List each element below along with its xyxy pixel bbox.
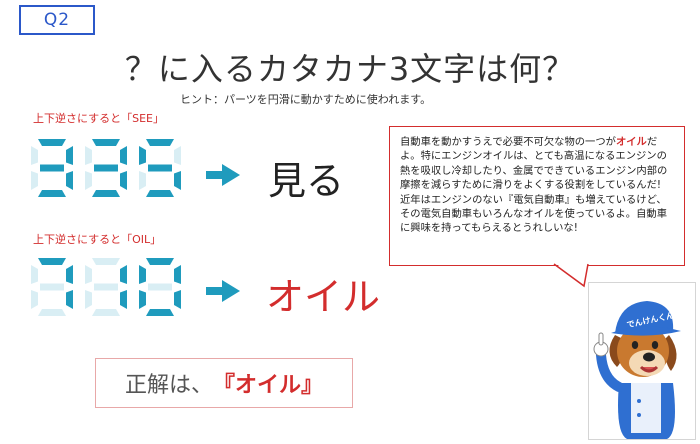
row1-seven-segment-digits (31, 139, 181, 197)
segment-c (120, 171, 127, 190)
seven-segment-digit (31, 139, 73, 197)
segment-g (148, 283, 172, 291)
segment-d (92, 309, 120, 316)
segment-f (139, 265, 146, 284)
row1-label: 上下逆さにすると「SEE」 (33, 112, 164, 125)
segment-b (174, 265, 181, 284)
mascot-dog-illustration: でんけんくん (593, 301, 681, 439)
segment-d (146, 309, 174, 316)
segment-f (139, 146, 146, 165)
segment-g (94, 164, 118, 172)
segment-g (40, 164, 64, 172)
segment-a (146, 258, 174, 265)
bubble-text-ev: 近年はエンジンのない『電気自動車』も増えているけど、その電気自動車もいろんなオイ… (400, 193, 667, 235)
segment-c (174, 290, 181, 309)
arrow-right-icon (206, 164, 240, 186)
segment-b (66, 146, 73, 165)
segment-a (38, 139, 66, 146)
segment-c (66, 171, 73, 190)
segment-e (85, 171, 92, 190)
segment-d (146, 190, 174, 197)
answer-prefix: 正解は、 (124, 373, 213, 398)
segment-e (31, 171, 38, 190)
row2-label: 上下逆さにすると「OIL」 (33, 233, 162, 246)
bubble-highlight: オイル (615, 136, 647, 148)
mascot-card: でんけんくん (588, 282, 696, 440)
segment-c (120, 290, 127, 309)
question-badge: Q2 (19, 5, 95, 35)
segment-f (85, 265, 92, 284)
segment-e (139, 171, 146, 190)
row2-seven-segment-digits (31, 258, 181, 316)
arrow-right-icon (206, 280, 240, 302)
bubble-text-body: だよ。特にエンジンオイルは、とても高温になるエンジンの熱を吸収し冷却したり、金属… (400, 136, 668, 192)
seven-segment-digit (31, 258, 73, 316)
seven-segment-digit (85, 258, 127, 316)
segment-c (174, 171, 181, 190)
segment-f (85, 146, 92, 165)
seven-segment-digit (85, 139, 127, 197)
segment-b (174, 146, 181, 165)
segment-e (31, 290, 38, 309)
segment-a (92, 139, 120, 146)
segment-c (66, 290, 73, 309)
segment-a (38, 258, 66, 265)
segment-f (31, 265, 38, 284)
segment-d (38, 190, 66, 197)
hint-text: ヒント：パーツを円滑に動かすために使われます。 (180, 93, 432, 106)
segment-g (148, 164, 172, 172)
row2-result: オイル (266, 275, 381, 319)
segment-b (120, 265, 127, 284)
bubble-text-intro: 自動車を動かすうえで必要不可欠な物の一つが (400, 136, 616, 148)
seven-segment-digit (139, 139, 181, 197)
bubble-tail (553, 262, 589, 288)
segment-e (139, 290, 146, 309)
segment-d (38, 309, 66, 316)
segment-d (92, 190, 120, 197)
segment-b (120, 146, 127, 165)
answer-box: 正解は、『オイル』 (95, 358, 353, 408)
row1-result: 見る (268, 159, 345, 203)
segment-a (92, 258, 120, 265)
segment-b (66, 265, 73, 284)
page-title: ？に入るカタカナ3文字は何？ (124, 50, 576, 88)
segment-e (85, 290, 92, 309)
seven-segment-digit (139, 258, 181, 316)
segment-g (94, 283, 118, 291)
answer-value: 『オイル』 (213, 373, 324, 398)
explanation-bubble: 自動車を動かすうえで必要不可欠な物の一つがオイルだよ。特にエンジンオイルは、とて… (389, 126, 685, 266)
segment-f (31, 146, 38, 165)
segment-g (40, 283, 64, 291)
segment-a (146, 139, 174, 146)
